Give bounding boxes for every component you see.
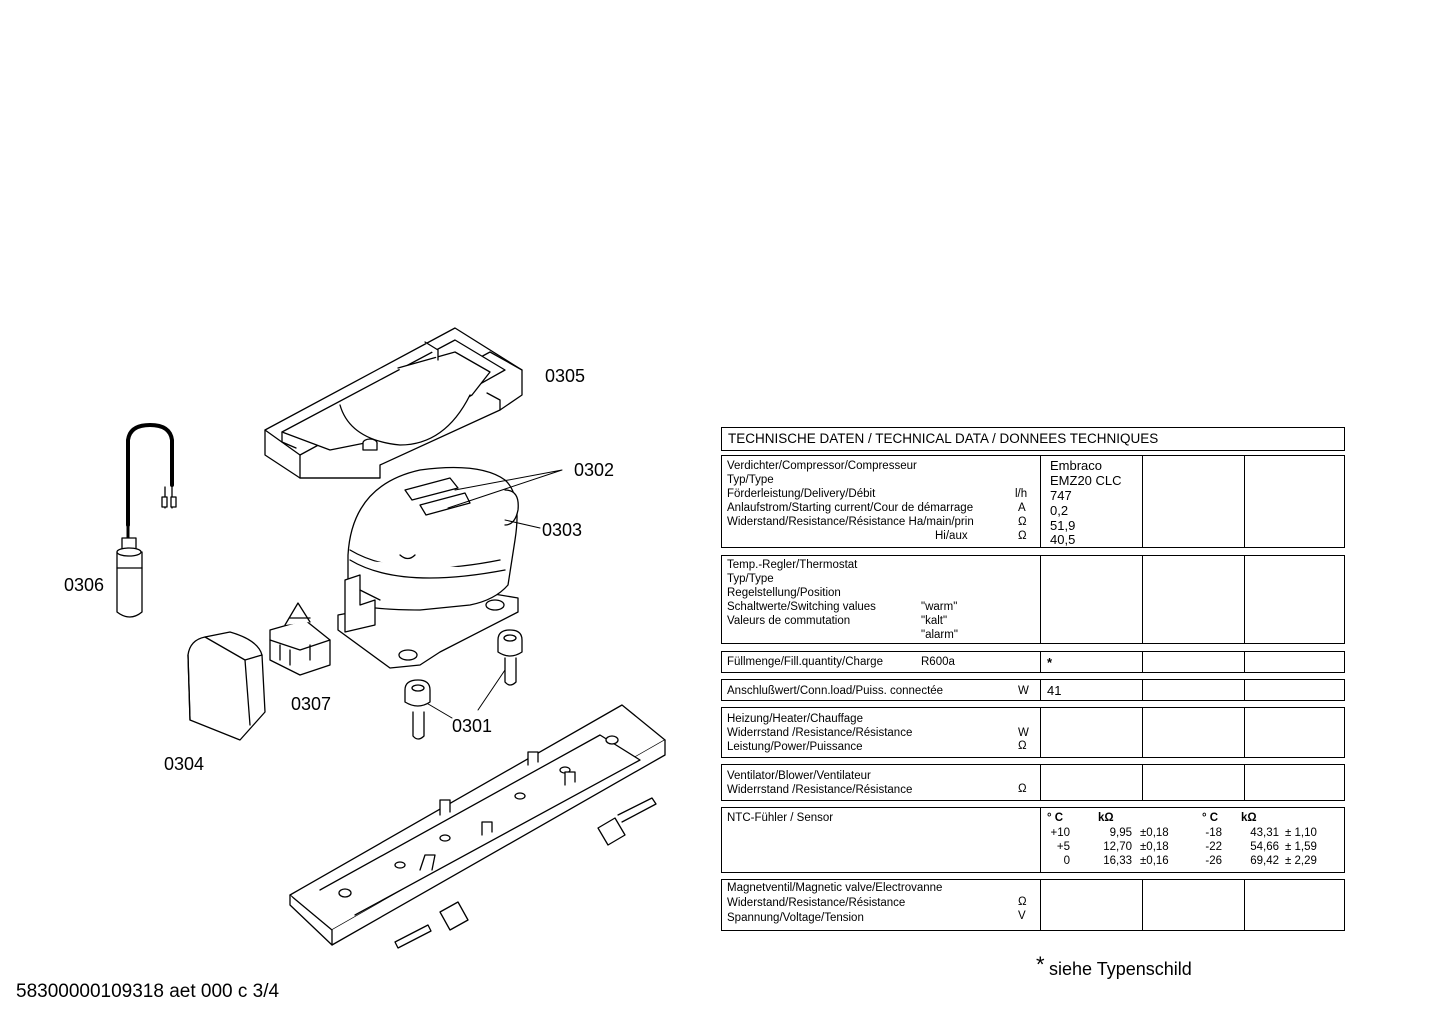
ntc-header-kohm-right: kΩ: [1241, 812, 1257, 824]
ntc-row-tolerance: ± 2,29: [1285, 855, 1317, 867]
ntc-row-kohm: 16,33: [1103, 855, 1132, 867]
document-id: 58300000109318 aet 000 c 3/4: [16, 981, 280, 1002]
ntc-label: NTC-Fühler / Sensor: [727, 812, 834, 824]
compressor-type-label: Typ/Type: [727, 474, 774, 486]
heater-label: Heizung/Heater/Chauffage: [727, 713, 863, 725]
ntc-row-temp: 0: [1063, 855, 1070, 867]
valve-voltage-label: Spannung/Voltage/Tension: [727, 912, 864, 924]
heater-resistance-label: Widerrstand /Resistance/Résistance: [727, 727, 913, 739]
sensor-cable-part: [116, 423, 177, 618]
ntc-row-temp: -22: [1205, 841, 1222, 853]
connected-load-row: Anschlußwert/Conn.load/Puiss. connectée …: [721, 679, 1345, 701]
compressor-part: [337, 466, 519, 669]
ntc-header-celsius-right: ° C: [1202, 812, 1219, 824]
ntc-row-tolerance: ±0,18: [1140, 827, 1169, 839]
valve-resistance-label: Widerstand/Resistance/Résistance: [727, 897, 906, 909]
callout-0301: 0301: [452, 716, 493, 736]
compressor-resistance-main-label: Widerstand/Resistance/Résistance Ha/main…: [727, 516, 974, 528]
compressor-current-value: 0,2: [1050, 503, 1069, 518]
ntc-row-temp: +5: [1056, 841, 1070, 853]
ntc-row-kohm: 12,70: [1103, 841, 1132, 853]
connected-load-label: Anschlußwert/Conn.load/Puiss. connectée: [727, 685, 944, 697]
unit-w-heater: W: [1018, 727, 1029, 739]
footnote-star: *: [1036, 952, 1045, 977]
switching-values-label: Schaltwerte/Switching values: [727, 601, 876, 613]
unit-ohm-blower: Ω: [1018, 783, 1027, 795]
unit-ohm-heater: Ω: [1018, 740, 1027, 752]
relay-cover-part: [187, 631, 266, 741]
ntc-row-kohm: 69,42: [1250, 855, 1279, 867]
ntc-row-kohm: 9,95: [1109, 827, 1132, 839]
charge-label: Füllmenge/Fill.quantity/Charge: [727, 656, 883, 668]
blower-resistance-label: Widerrstand /Resistance/Résistance: [727, 784, 913, 796]
thermostat-type-label: Typ/Type: [727, 573, 774, 585]
blower-label: Ventilator/Blower/Ventilateur: [727, 770, 871, 782]
commutation-values-label: Valeurs de commutation: [727, 615, 851, 627]
compressor-resistance-main-value: 51,9: [1050, 518, 1076, 533]
callout-0305: 0305: [545, 366, 586, 386]
callout-0307: 0307: [291, 694, 332, 714]
ntc-row-kohm: 43,31: [1250, 827, 1279, 839]
compressor-section: Verdichter/Compressor/Compresseur Typ/Ty…: [721, 455, 1345, 548]
footnote: * siehe Typenschild: [1036, 954, 1192, 984]
callout-0304: 0304: [164, 754, 205, 774]
unit-lh: l/h: [1015, 488, 1028, 500]
blower-section: Ventilator/Blower/Ventilateur Widerrstan…: [721, 764, 1345, 801]
unit-ohm-valve: Ω: [1018, 896, 1027, 908]
charge-value: *: [1047, 655, 1053, 670]
ntc-row-tolerance: ±0,16: [1140, 855, 1169, 867]
thermostat-label: Temp.-Regler/Thermostat: [727, 559, 858, 571]
heater-power-label: Leistung/Power/Puissance: [727, 741, 863, 753]
table-title: TECHNISCHE DATEN / TECHNICAL DATA / DONN…: [728, 431, 1159, 446]
unit-v-valve: V: [1018, 910, 1026, 922]
heater-section: Heizung/Heater/Chauffage Widerrstand /Re…: [721, 707, 1345, 758]
callout-0306: 0306: [64, 575, 105, 595]
callout-0303: 0303: [542, 520, 583, 540]
ntc-row-temp: +10: [1050, 827, 1070, 839]
ntc-row-tolerance: ±0,18: [1140, 841, 1169, 853]
ntc-row-tolerance: ± 1,59: [1285, 841, 1317, 853]
table-title-box: TECHNISCHE DATEN / TECHNICAL DATA / DONN…: [721, 427, 1345, 451]
relay-part: [269, 602, 331, 676]
compressor-current-label: Anlaufstrom/Starting current/Cour de dém…: [727, 502, 974, 514]
thermostat-position-label: Regelstellung/Position: [727, 587, 841, 599]
drip-tray-part: [264, 327, 523, 479]
mounting-rail-part: [289, 704, 666, 946]
ntc-row-temp: -26: [1205, 855, 1222, 867]
footnote-text: siehe Typenschild: [1049, 959, 1192, 979]
connected-load-value: 41: [1047, 683, 1062, 698]
thermostat-section: Temp.-Regler/Thermostat Typ/Type Regelst…: [721, 555, 1345, 644]
compressor-label: Verdichter/Compressor/Compresseur: [727, 460, 917, 472]
switch-warm: "warm": [921, 601, 958, 613]
solenoid-valve-section: Magnetventil/Magnetic valve/Electrovanne…: [721, 879, 1345, 931]
unit-ohm-aux: Ω: [1018, 530, 1027, 542]
ntc-header-kohm-left: kΩ: [1098, 812, 1114, 824]
refrigerant-type: R600a: [921, 656, 955, 668]
grommet-parts: [404, 629, 523, 740]
pin-parts: [394, 797, 657, 949]
compressor-resistance-aux-value: 40,5: [1050, 532, 1076, 546]
callout-0302: 0302: [574, 460, 615, 480]
ntc-row-temp: -18: [1205, 827, 1222, 839]
unit-w-load: W: [1018, 685, 1029, 697]
charge-row: Füllmenge/Fill.quantity/Charge R600a *: [721, 651, 1345, 673]
switch-kalt: "kalt": [921, 615, 948, 627]
ntc-header-celsius-left: ° C: [1047, 812, 1064, 824]
unit-ohm-main: Ω: [1018, 516, 1027, 528]
ntc-row-tolerance: ± 1,10: [1285, 827, 1317, 839]
ntc-sensor-section: NTC-Fühler / Sensor ° C kΩ ° C kΩ +10 9,…: [721, 807, 1345, 873]
switch-alarm: "alarm": [921, 629, 958, 641]
compressor-type-value: EMZ20 CLC: [1050, 473, 1122, 488]
valve-label: Magnetventil/Magnetic valve/Electrovanne: [727, 882, 943, 894]
compressor-delivery-label: Förderleistung/Delivery/Débit: [727, 488, 876, 500]
ntc-row-kohm: 54,66: [1250, 841, 1279, 853]
compressor-resistance-aux-label: Hi/aux: [935, 530, 968, 542]
unit-a: A: [1018, 502, 1026, 514]
compressor-delivery-value: 747: [1050, 488, 1072, 503]
compressor-brand-value: Embraco: [1050, 458, 1103, 473]
